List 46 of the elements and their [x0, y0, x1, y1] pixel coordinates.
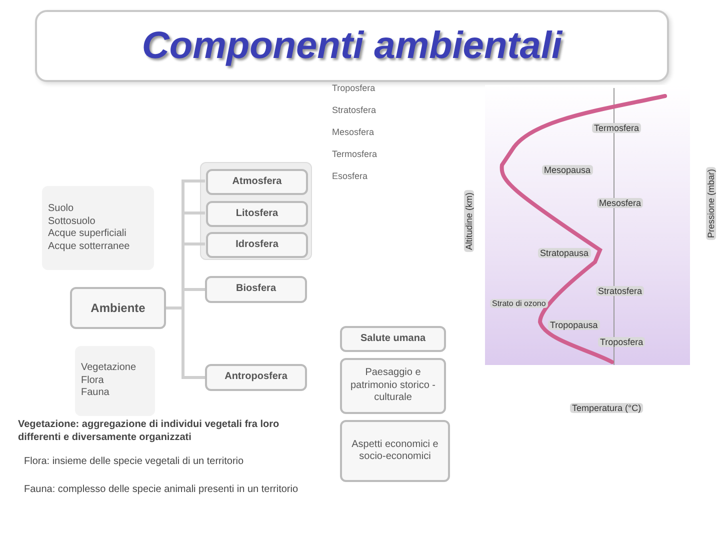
layer-label: Termosfera [331, 149, 378, 159]
node-text: Vegetazione [81, 362, 136, 375]
layer-label: Mesosfera [331, 127, 376, 137]
node-text: Biosfera [236, 283, 276, 296]
node-text: Acque sotterranee [48, 240, 130, 253]
concept-box [340, 420, 450, 482]
chart-label: Troposfera [598, 337, 646, 347]
node-text: Aspetti economici e socio-economici [350, 438, 440, 464]
node-text: Antroposfera [224, 371, 288, 384]
root-box [70, 287, 166, 329]
node-text: Sottosuolo [48, 216, 96, 228]
axis-title: Altitudine (km) [464, 190, 474, 252]
note-text: Vegetazione: aggregazione di individui vegetali fra loro differenti e diversamente organizzati [18, 418, 280, 444]
axis-title: Temperatura (°C) [570, 403, 644, 413]
node-text: Salute umana [360, 332, 426, 346]
node-text: Fauna [81, 387, 110, 400]
node-text: Idrosfera [236, 238, 278, 252]
concept-box [340, 358, 446, 414]
node-text: Flora [81, 374, 104, 388]
concept-box [206, 169, 308, 195]
layer-label: Stratosfera [331, 105, 378, 115]
concept-box [205, 364, 307, 391]
layer-label: Esosfera [331, 171, 369, 181]
node-text: Suolo [48, 203, 74, 216]
concept-box [205, 276, 307, 303]
node-text: Atmosfera [232, 176, 282, 188]
chart-label: Termosfera [592, 123, 642, 133]
title: Componenti ambientali [142, 24, 562, 68]
note-text: Flora: insieme delle specie vegetali di un territorio [24, 455, 245, 468]
chart-label: Mesosfera [597, 198, 644, 208]
group-panel [200, 162, 312, 260]
concept-box [206, 232, 308, 258]
node-text: Acque superficiali [48, 228, 126, 240]
node-text: Paesaggio e patrimonio storico - culturale [349, 367, 437, 405]
chart-label: Tropopausa [548, 320, 600, 330]
concept-box [340, 326, 446, 352]
concept-box [206, 201, 308, 227]
node-text: Litosfera [236, 208, 278, 220]
axis-title: Pressione (mbar) [706, 166, 716, 240]
layer-label: Troposfera [331, 83, 376, 93]
note-text: Fauna: complesso delle specie animali presenti in un territorio [24, 483, 300, 496]
chart-label: Mesopausa [542, 165, 593, 175]
chart-label: Stratosfera [596, 286, 644, 296]
chart-label: Strato di ozono [490, 299, 548, 308]
node-text: Ambiente [90, 300, 146, 316]
chart-label: Stratopausa [538, 248, 591, 258]
